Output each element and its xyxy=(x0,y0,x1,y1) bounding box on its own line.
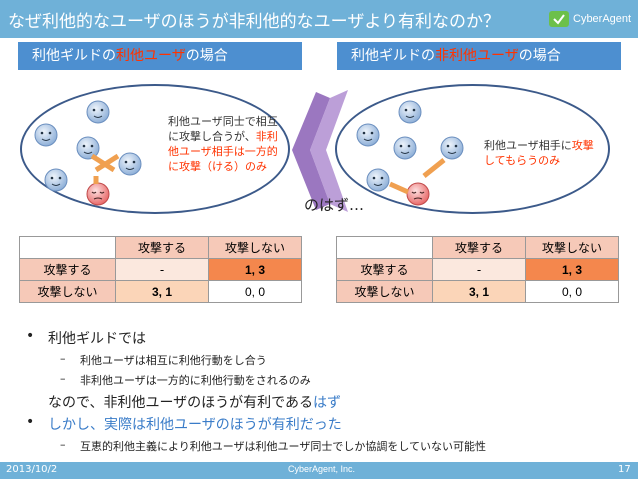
conclusion-main: なので、非利他ユーザのほうが有利である xyxy=(48,395,314,411)
footer-company: CyberAgent, Inc. xyxy=(288,464,356,474)
face-icon xyxy=(356,123,380,147)
face-icon xyxy=(440,136,464,160)
table-header: 攻撃しない xyxy=(208,236,302,259)
table-header: 攻撃する xyxy=(432,236,526,259)
face-icon xyxy=(393,136,417,160)
face-icon xyxy=(118,152,142,176)
bullet-list: 利他ギルドでは 利他ユーザは相互に利他行動をし合う 非利他ユーザは一方的に利他行… xyxy=(24,328,624,458)
bullet-item: しかし、実際は利他ユーザのほうが有利だった xyxy=(24,414,624,438)
table-header: 攻撃する xyxy=(115,236,209,259)
table-cell: - xyxy=(432,258,526,281)
face-icon xyxy=(406,182,430,206)
slide-title: なぜ利他的なユーザのほうが非利他的なユーザより有利なのか？ xyxy=(8,12,500,32)
case-right-highlight: 非利他ユーザ xyxy=(435,48,519,64)
payoff-table-right: 攻撃する 攻撃しない 攻撃する - 1, 3 攻撃しない 3, 1 0, 0 xyxy=(336,236,619,303)
arrow-icon xyxy=(388,181,410,195)
table-corner xyxy=(336,236,433,259)
note-right: 利他ユーザ相手に攻撃してもらうのみ xyxy=(484,138,604,168)
table-corner xyxy=(19,236,116,259)
note-left: 利他ユーザ同士で相互に攻撃し合うが、非利他ユーザ相手は一方的に攻撃（ける）のみ xyxy=(168,114,288,174)
table-cell: 0, 0 xyxy=(208,280,302,303)
case-left-highlight: 利他ユーザ xyxy=(116,48,186,64)
face-icon xyxy=(86,182,110,206)
table-cell: 1, 3 xyxy=(208,258,302,281)
table-cell: 1, 3 xyxy=(525,258,619,281)
table-row-label: 攻撃する xyxy=(19,258,116,281)
sub-bullet-item: 利他ユーザは相互に利他行動をし合う xyxy=(24,352,624,372)
table-row-label: 攻撃しない xyxy=(19,280,116,303)
hazu-text: のはず… xyxy=(304,196,365,214)
table-cell: 0, 0 xyxy=(525,280,619,303)
case-left-suffix: の場合 xyxy=(185,48,228,64)
table-cell: 3, 1 xyxy=(432,280,526,303)
face-icon xyxy=(86,100,110,124)
cyberagent-logo-icon xyxy=(549,11,569,27)
guild-circle-left xyxy=(20,84,290,214)
table-cell: 3, 1 xyxy=(115,280,209,303)
table-row-label: 攻撃する xyxy=(336,258,433,281)
guild-diagram xyxy=(34,90,464,212)
arrow-icon xyxy=(422,158,446,178)
table-header: 攻撃しない xyxy=(525,236,619,259)
face-icon xyxy=(44,168,68,192)
note-left-red: 非利他ユーザ相手は一方的に攻撃（ける）のみ xyxy=(168,130,278,173)
case-label-right: 利他ギルドの非利他ユーザの場合 xyxy=(337,42,621,70)
case-left-prefix: 利他ギルドの xyxy=(32,48,116,64)
sub-bullet-item: 互恵的利他主義により利他ユーザは利他ユーザ同士でしか協調をしていない可能性 xyxy=(24,438,624,458)
logo: CyberAgent xyxy=(548,8,634,30)
page-number: 17 xyxy=(618,464,631,475)
payoff-table-left: 攻撃する 攻撃しない 攻撃する - 1, 3 攻撃しない 3, 1 0, 0 xyxy=(19,236,302,303)
case-right-suffix: の場合 xyxy=(518,48,561,64)
table-row-label: 攻撃しない xyxy=(336,280,433,303)
conclusion-line: なので、非利他ユーザのほうが有利であるはず xyxy=(24,392,624,414)
sub-bullet-item: 非利他ユーザは一方的に利他行動をされるのみ xyxy=(24,372,624,392)
case-label-left: 利他ギルドの利他ユーザの場合 xyxy=(18,42,302,70)
note-right-black: 利他ユーザ相手に xyxy=(484,139,572,152)
arrow-icon xyxy=(94,153,120,173)
face-icon xyxy=(366,168,390,192)
footer: 2013/10/2 CyberAgent, Inc. 17 xyxy=(0,462,638,479)
bullet-item: 利他ギルドでは xyxy=(24,328,624,352)
note-right-red: 攻撃してもらうのみ xyxy=(484,139,594,167)
logo-text: CyberAgent xyxy=(573,13,632,25)
chevron-icon xyxy=(292,92,330,210)
table-cell: - xyxy=(115,258,209,281)
case-right-prefix: 利他ギルドの xyxy=(351,48,435,64)
title-bar: なぜ利他的なユーザのほうが非利他的なユーザより有利なのか？ CyberAgent xyxy=(0,0,638,38)
note-left-black: 利他ユーザ同士で相互に攻撃し合うが、 xyxy=(168,115,278,143)
face-icon xyxy=(34,123,58,147)
guild-circle-right xyxy=(335,84,610,214)
footer-date: 2013/10/2 xyxy=(6,464,58,475)
conclusion-accent: はず xyxy=(313,395,342,411)
face-icon xyxy=(398,100,422,124)
